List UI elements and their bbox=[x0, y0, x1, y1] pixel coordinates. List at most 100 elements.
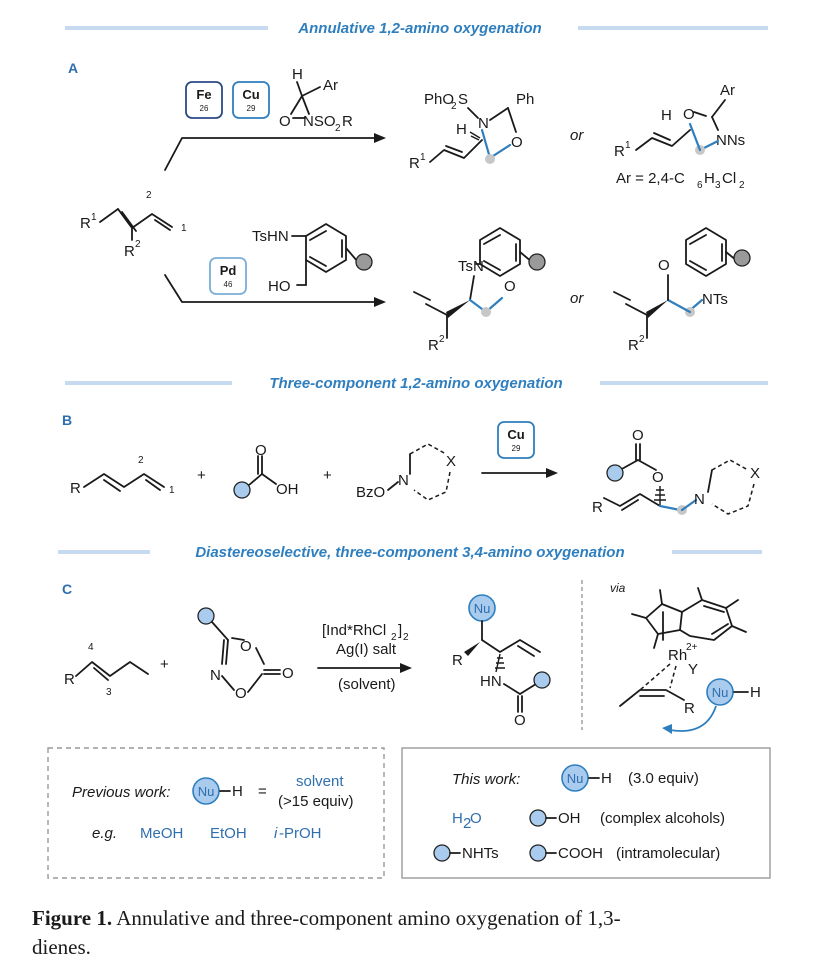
svg-text:O: O bbox=[470, 810, 482, 827]
aminophenol: TsHN HO bbox=[252, 223, 373, 295]
svg-text:PhO: PhO bbox=[424, 91, 454, 108]
diene-b: R 2 1 bbox=[70, 455, 175, 497]
product-b: O O R N X bbox=[592, 427, 760, 516]
svg-text:2: 2 bbox=[739, 180, 745, 191]
svg-text:2: 2 bbox=[439, 334, 445, 345]
svg-text:O: O bbox=[240, 638, 252, 655]
svg-text:2: 2 bbox=[138, 455, 144, 466]
svg-text:HN: HN bbox=[480, 673, 502, 690]
product-c: Nu R HN O bbox=[452, 594, 551, 729]
svg-text:2: 2 bbox=[463, 815, 471, 832]
plus-b2: + bbox=[323, 467, 332, 484]
svg-text:Nu: Nu bbox=[474, 601, 491, 616]
svg-text:dienes.: dienes. bbox=[32, 935, 91, 959]
section-b-title: Three-component 1,2-amino oxygenation bbox=[269, 375, 562, 392]
svg-text:Ph: Ph bbox=[516, 91, 534, 108]
plus-c: + bbox=[160, 656, 169, 673]
svg-text:29: 29 bbox=[247, 104, 256, 113]
fe-catalyst-box: Fe 26 bbox=[185, 81, 223, 119]
svg-text:MeOH: MeOH bbox=[140, 825, 183, 842]
arrow-a-top bbox=[164, 137, 381, 171]
svg-text:via: via bbox=[610, 581, 626, 595]
section-c-header: Diastereoselective, three-component 3,4-… bbox=[58, 544, 762, 561]
oxaziridine: H Ar O NSO 2 R bbox=[279, 66, 353, 134]
svg-text:2+: 2+ bbox=[686, 642, 698, 653]
svg-text:O: O bbox=[683, 106, 695, 123]
figure-caption: Figure 1. Annulative and three-component… bbox=[32, 906, 621, 959]
ar-definition: Ar = 2,4-C 6 H 3 Cl 2 bbox=[616, 170, 745, 191]
svg-text:O: O bbox=[652, 469, 664, 486]
svg-text:3: 3 bbox=[715, 180, 721, 191]
svg-text:H: H bbox=[704, 170, 715, 187]
svg-text:solvent: solvent bbox=[296, 773, 344, 790]
section-b-header: Three-component 1,2-amino oxygenation bbox=[65, 375, 768, 392]
svg-text:S: S bbox=[458, 91, 468, 108]
arrow-a-bottom bbox=[164, 274, 381, 303]
carboxylic-acid: O OH bbox=[233, 442, 299, 499]
svg-text:Nu: Nu bbox=[198, 784, 215, 799]
svg-text:2: 2 bbox=[335, 123, 341, 134]
svg-text:NTs: NTs bbox=[702, 291, 728, 308]
svg-text:-PrOH: -PrOH bbox=[279, 825, 322, 842]
svg-text:R: R bbox=[409, 155, 420, 172]
svg-text:H: H bbox=[601, 770, 612, 787]
svg-text:NNs: NNs bbox=[716, 132, 745, 149]
svg-text:Ar: Ar bbox=[720, 82, 735, 99]
svg-text:Cu: Cu bbox=[507, 427, 524, 442]
previous-work-box: Previous work: Nu H = solvent (>15 equiv… bbox=[47, 747, 385, 879]
conditions-c: [Ind*RhCl 2 ] 2 Ag(I) salt (solvent) bbox=[317, 622, 412, 693]
svg-text:e.g.: e.g. bbox=[92, 825, 117, 842]
product-a3: TsN O R 2 bbox=[413, 227, 546, 354]
svg-text:R: R bbox=[80, 215, 91, 232]
or-a2: or bbox=[570, 290, 584, 307]
svg-text:H: H bbox=[292, 66, 303, 83]
svg-text:BzO: BzO bbox=[356, 484, 385, 501]
svg-text:X: X bbox=[750, 465, 760, 482]
svg-text:NHTs: NHTs bbox=[462, 845, 499, 862]
svg-text:i: i bbox=[274, 825, 278, 842]
svg-text:N: N bbox=[210, 667, 221, 684]
svg-text:3: 3 bbox=[106, 687, 112, 698]
svg-text:=: = bbox=[258, 783, 267, 800]
section-a-title: Annulative 1,2-amino oxygenation bbox=[297, 20, 541, 37]
svg-text:N: N bbox=[398, 472, 409, 489]
svg-text:6: 6 bbox=[697, 180, 703, 191]
svg-text:2: 2 bbox=[639, 334, 645, 345]
svg-text:]: ] bbox=[398, 622, 402, 639]
svg-text:OH: OH bbox=[558, 810, 581, 827]
svg-text:R: R bbox=[592, 499, 603, 516]
svg-text:(intramolecular): (intramolecular) bbox=[616, 845, 720, 862]
product-a4: O NTs R 2 bbox=[613, 227, 751, 354]
svg-text:TsN: TsN bbox=[458, 258, 484, 275]
svg-text:1: 1 bbox=[169, 485, 175, 496]
svg-text:N: N bbox=[478, 115, 489, 132]
svg-text:1: 1 bbox=[625, 140, 631, 151]
svg-text:H: H bbox=[661, 107, 672, 124]
svg-text:(solvent): (solvent) bbox=[338, 676, 396, 693]
or-a1: or bbox=[570, 127, 584, 144]
product-a2: Ar O NNs H R 1 bbox=[614, 82, 745, 160]
svg-text:Fe: Fe bbox=[196, 87, 211, 102]
svg-text:2: 2 bbox=[135, 239, 141, 250]
svg-text:O: O bbox=[514, 712, 526, 729]
svg-text:(complex alcohols): (complex alcohols) bbox=[600, 810, 725, 827]
svg-text:Rh: Rh bbox=[668, 647, 687, 664]
svg-text:1: 1 bbox=[181, 223, 187, 234]
dioxazolone: O N O O bbox=[197, 607, 294, 702]
svg-text:Nu: Nu bbox=[567, 771, 584, 786]
svg-text:(>15 equiv): (>15 equiv) bbox=[278, 793, 353, 810]
panel-label-c: C bbox=[62, 581, 72, 597]
svg-text:O: O bbox=[632, 427, 644, 444]
svg-text:OH: OH bbox=[276, 481, 299, 498]
svg-text:29: 29 bbox=[512, 444, 521, 453]
svg-text:R: R bbox=[70, 480, 81, 497]
svg-text:2: 2 bbox=[403, 632, 409, 643]
pd-catalyst-box: Pd 46 bbox=[209, 257, 247, 295]
svg-text:H: H bbox=[232, 783, 243, 800]
cu-catalyst-box-b: Cu 29 bbox=[497, 421, 535, 459]
svg-text:O: O bbox=[235, 685, 247, 702]
svg-text:Ar: Ar bbox=[323, 77, 338, 94]
svg-text:Y: Y bbox=[688, 661, 698, 678]
svg-text:O: O bbox=[282, 665, 294, 682]
svg-text:Cl: Cl bbox=[722, 170, 736, 187]
